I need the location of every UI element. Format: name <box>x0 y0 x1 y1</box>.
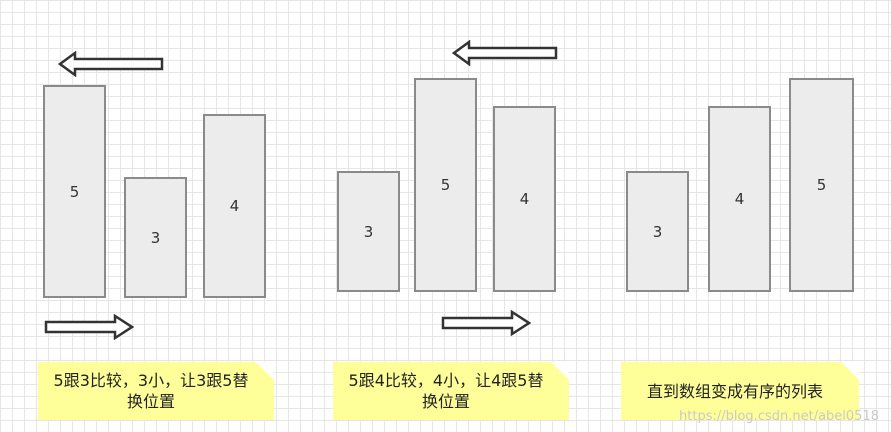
panel3-bar-3: 5 <box>789 78 854 292</box>
panel3-note-fold <box>841 362 859 380</box>
panel1-left-arrow-icon <box>58 51 164 77</box>
panel1-note-text: 5跟3比较，3小，让3跟5替换位置 <box>53 371 249 411</box>
panel2-left-arrow-icon <box>452 40 558 66</box>
panel1-note: 5跟3比较，3小，让3跟5替换位置 <box>38 362 274 420</box>
panel2-note-text: 5跟4比较，4小，让4跟5替换位置 <box>348 371 544 411</box>
panel2-right-arrow-icon <box>441 310 531 336</box>
panel2-note-fold <box>551 362 569 380</box>
watermark: https://blog.csdn.net/abel0518 <box>679 409 879 424</box>
panel3-note-text: 直到数组变成有序的列表 <box>646 381 823 401</box>
panel1-bar-3: 4 <box>203 114 266 298</box>
panel3-bar-1: 3 <box>626 171 689 292</box>
panel2-bar-2: 5 <box>414 78 477 292</box>
panel2-bar-3: 4 <box>493 106 556 292</box>
panel3-bar-2: 4 <box>708 106 771 292</box>
panel2-note: 5跟4比较，4小，让4跟5替换位置 <box>333 362 569 420</box>
panel1-bar-2: 3 <box>124 177 187 298</box>
panel1-bar-1: 5 <box>43 85 106 298</box>
panel2-bar-1: 3 <box>337 171 400 292</box>
panel1-right-arrow-icon <box>44 314 134 340</box>
panel3-note: 直到数组变成有序的列表 <box>621 362 859 420</box>
panel1-note-fold <box>256 362 274 380</box>
